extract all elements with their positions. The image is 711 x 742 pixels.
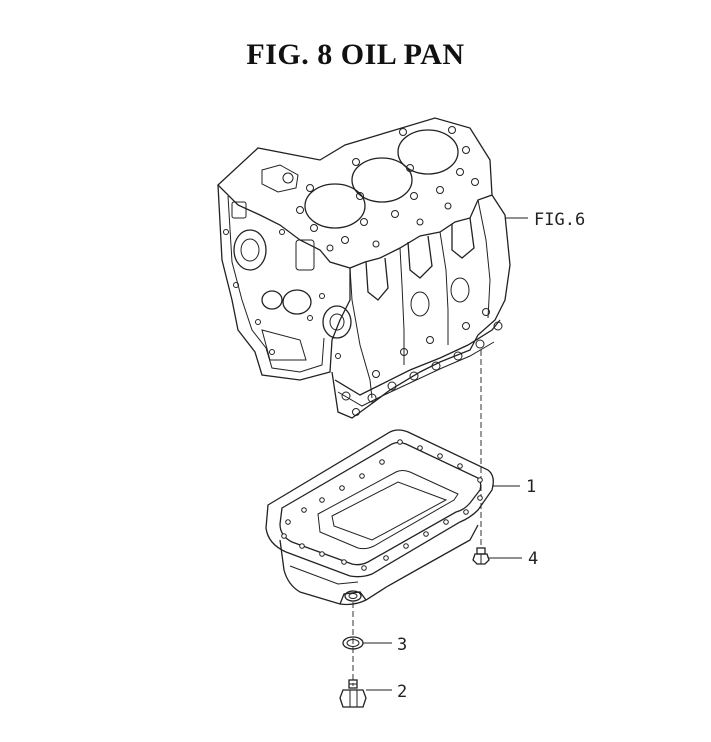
oil-pan-drawing <box>265 429 520 606</box>
engine-block-drawing <box>217 117 528 419</box>
callout-part-1: 1 <box>526 477 536 497</box>
bolt-part-4 <box>472 547 522 565</box>
drain-plug-part-2 <box>339 679 392 708</box>
callout-part-4: 4 <box>528 549 538 569</box>
callout-part-3: 3 <box>397 635 407 655</box>
gasket-part-3 <box>342 636 392 650</box>
callout-fig6: FIG.6 <box>534 210 585 230</box>
figure-title: FIG. 8 OIL PAN <box>246 38 465 71</box>
callout-part-2: 2 <box>397 682 407 702</box>
